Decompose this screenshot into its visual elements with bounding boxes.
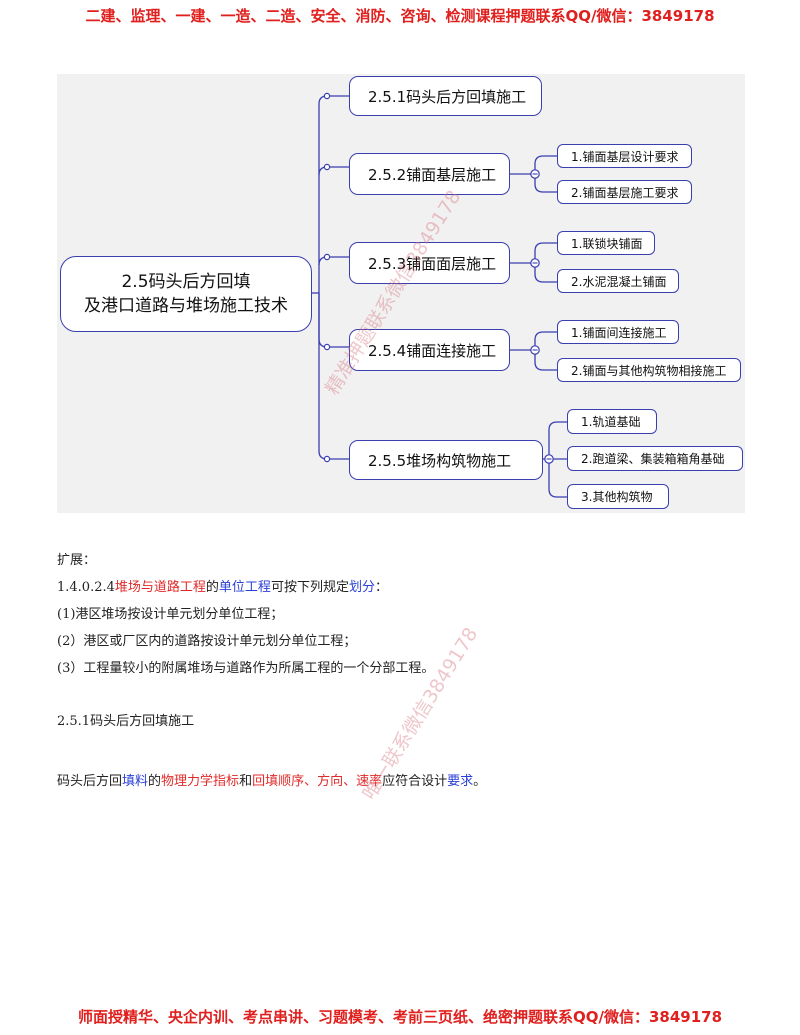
term-requirement: 要求: [447, 774, 474, 789]
clause-number: 1.4.0.2.4: [57, 580, 115, 595]
sentence-text: 码头后方回: [57, 774, 123, 789]
sentence-text: 的: [148, 774, 162, 789]
bottom-banner: 师面授精华、央企内训、考点串讲、习题模考、考前三页纸、绝密押题联系QQ/微信：3…: [77, 1008, 723, 1026]
term-mechanical-index: 物理力学指标: [161, 774, 240, 789]
topic-2-5-1[interactable]: 2.5.1码头后方回填施工: [349, 76, 542, 116]
backfill-sentence: 码头后方回填料的物理力学指标和回填顺序、方向、速率应符合设计要求。: [57, 770, 486, 789]
root-topic-line1: 2.5码头后方回填: [121, 272, 251, 292]
list-item-2: (2）港区或厂区内的道路按设计单元划分单位工程；: [57, 634, 357, 649]
topic-2-5-4[interactable]: 2.5.4铺面连接施工: [349, 329, 510, 371]
clause-term-divide: 划分: [348, 580, 375, 595]
clause-text: 可按下列规定: [270, 580, 349, 595]
clause-term-yard-road: 堆场与道路工程: [114, 580, 206, 595]
topic-2-5-2[interactable]: 2.5.2铺面基层施工: [349, 153, 510, 195]
term-fill-material: 填料: [122, 774, 149, 789]
topic-2-5-3[interactable]: 2.5.3铺面面层施工: [349, 242, 510, 284]
mindmap-connectors: [312, 92, 567, 498]
clause-term-unit-project: 单位工程: [218, 580, 271, 595]
mindmap: 2.5码头后方回填 及港口道路与堆场施工技术 2.5.1码头后方回填施工 2.5…: [57, 74, 745, 513]
subtopic-concrete-paving[interactable]: 2.水泥混凝土铺面: [557, 269, 679, 293]
subtopic-runway-beam[interactable]: 2.跑道梁、集装箱箱角基础: [567, 446, 743, 471]
section-title: 2.5.1码头后方回填施工: [57, 714, 195, 729]
subtopic-interlocking-block[interactable]: 1.联锁块铺面: [557, 231, 655, 255]
subtopic-paving-joint[interactable]: 1.铺面间连接施工: [557, 320, 679, 344]
expand-label: 扩展：: [57, 553, 97, 568]
subtopic-rail-foundation[interactable]: 1.轨道基础: [567, 409, 657, 434]
subtopic-paving-structure-joint[interactable]: 2.铺面与其他构筑物相接施工: [557, 358, 741, 382]
sentence-text: 应符合设计: [382, 774, 448, 789]
root-topic-line2: 及港口道路与堆场施工技术: [84, 296, 288, 316]
subtopic-base-construction[interactable]: 2.铺面基层施工要求: [557, 180, 692, 204]
clause-text: 的: [205, 580, 219, 595]
sentence-text: 和: [239, 774, 253, 789]
sentence-text: 。: [473, 774, 487, 789]
term-order-direction-rate: 回填顺序、方向、速率: [252, 774, 383, 789]
root-topic[interactable]: 2.5码头后方回填 及港口道路与堆场施工技术: [60, 256, 312, 332]
subtopic-base-design[interactable]: 1.铺面基层设计要求: [557, 144, 692, 168]
clause-text: ：: [374, 580, 388, 595]
subtopic-other-structures[interactable]: 3.其他构筑物: [567, 484, 669, 509]
list-item-1: (1)港区堆场按设计单元划分单位工程；: [57, 607, 284, 622]
top-banner: 二建、监理、一建、一造、二造、安全、消防、咨询、检测课程押题联系QQ/微信：38…: [85, 7, 715, 25]
clause-line: 1.4.0.2.4堆场与道路工程的单位工程可按下列规定划分：: [57, 576, 388, 595]
topic-2-5-5[interactable]: 2.5.5堆场构筑物施工: [349, 440, 543, 480]
list-item-3: (3）工程量较小的附属堆场与道路作为所属工程的一个分部工程。: [57, 661, 435, 676]
